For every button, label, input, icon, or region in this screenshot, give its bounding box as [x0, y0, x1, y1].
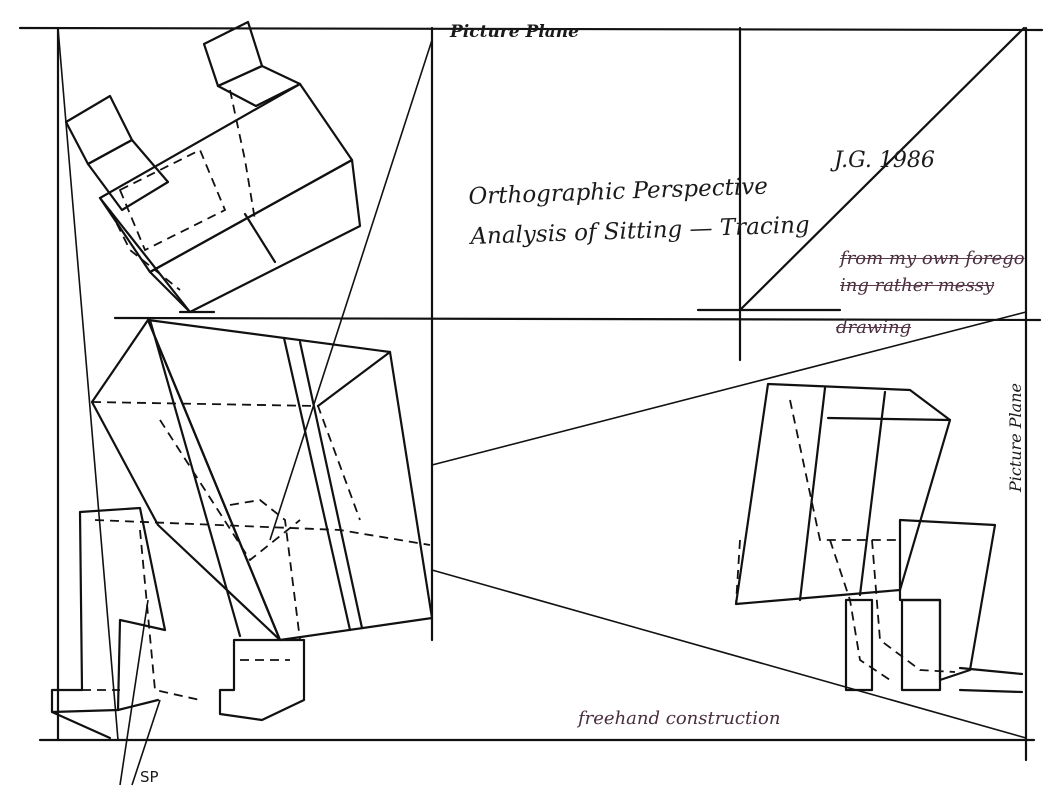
left-torso-top-edge: [316, 350, 392, 408]
plan-seat-edge: [98, 196, 192, 314]
horizon-line: [113, 316, 1042, 322]
frame-lines: [18, 26, 1044, 786]
right-torso-line-2: [858, 390, 887, 597]
signature-date: J.G. 1986: [834, 148, 935, 173]
left-torso-line-2: [298, 340, 364, 630]
right-seated-figure: [734, 382, 1024, 694]
right-figure-torso: [734, 382, 952, 606]
note-line-2: ing rather messy: [840, 275, 995, 296]
left-hidden-4: [139, 529, 201, 701]
left-figure-back-side: [90, 318, 282, 642]
left-hidden-6: [82, 659, 290, 691]
plan-seat-front: [148, 158, 362, 314]
left-hidden-1: [91, 401, 361, 521]
convergence-lower: [431, 569, 1027, 739]
left-hidden-5: [159, 419, 301, 562]
right-hidden-2: [829, 539, 891, 681]
convergence-upper: [431, 311, 1027, 466]
plan-hidden-1: [118, 148, 227, 252]
left-seated-figure: [50, 318, 434, 740]
right-torso-top-edge: [826, 416, 952, 422]
right-torso-line-1: [798, 386, 827, 602]
plan-block-left-front: [86, 138, 170, 212]
picture-plane-label-right: Picture Plane: [1006, 383, 1025, 492]
right-hidden-1: [789, 399, 900, 541]
plan-block-right-front: [216, 64, 302, 108]
left-torso-line-3: [148, 318, 242, 638]
sight-line-top: [269, 39, 433, 541]
left-foot-edge-b: [116, 698, 160, 712]
sp-ray-a: [119, 599, 149, 786]
diagonal-45-line: [738, 26, 1026, 312]
left-foot-edge-a: [50, 710, 112, 740]
station-point-label: SP: [140, 768, 159, 786]
plan-block-left-top: [64, 94, 134, 166]
picture-plane-label-top: Picture Plane: [450, 22, 579, 42]
plan-view-figure: [64, 20, 362, 314]
top-border-line: [18, 26, 1044, 32]
note-line-3: drawing: [836, 317, 912, 338]
right-figure-leg-b: [900, 598, 942, 692]
plan-hidden-2: [229, 89, 256, 221]
sp-ray-b: [131, 699, 161, 786]
left-figure-leg-right: [218, 638, 306, 722]
plan-divider: [243, 212, 277, 264]
left-torso-line-1: [282, 336, 352, 632]
plan-block-right-top: [202, 20, 264, 88]
right-figure-leg-a: [844, 598, 874, 692]
left-hidden-2: [94, 519, 431, 546]
plan-seat-top: [98, 82, 354, 274]
sight-line-left: [57, 27, 119, 741]
left-hidden-3: [229, 499, 301, 641]
right-hidden-3: [871, 539, 956, 673]
right-hidden-4: [735, 539, 741, 605]
note-line-1: from my own forego: [840, 248, 1025, 269]
right-foot-line-a: [958, 666, 1024, 676]
right-foot-line-b: [958, 688, 1024, 694]
freehand-construction-label: freehand construction: [578, 708, 781, 729]
